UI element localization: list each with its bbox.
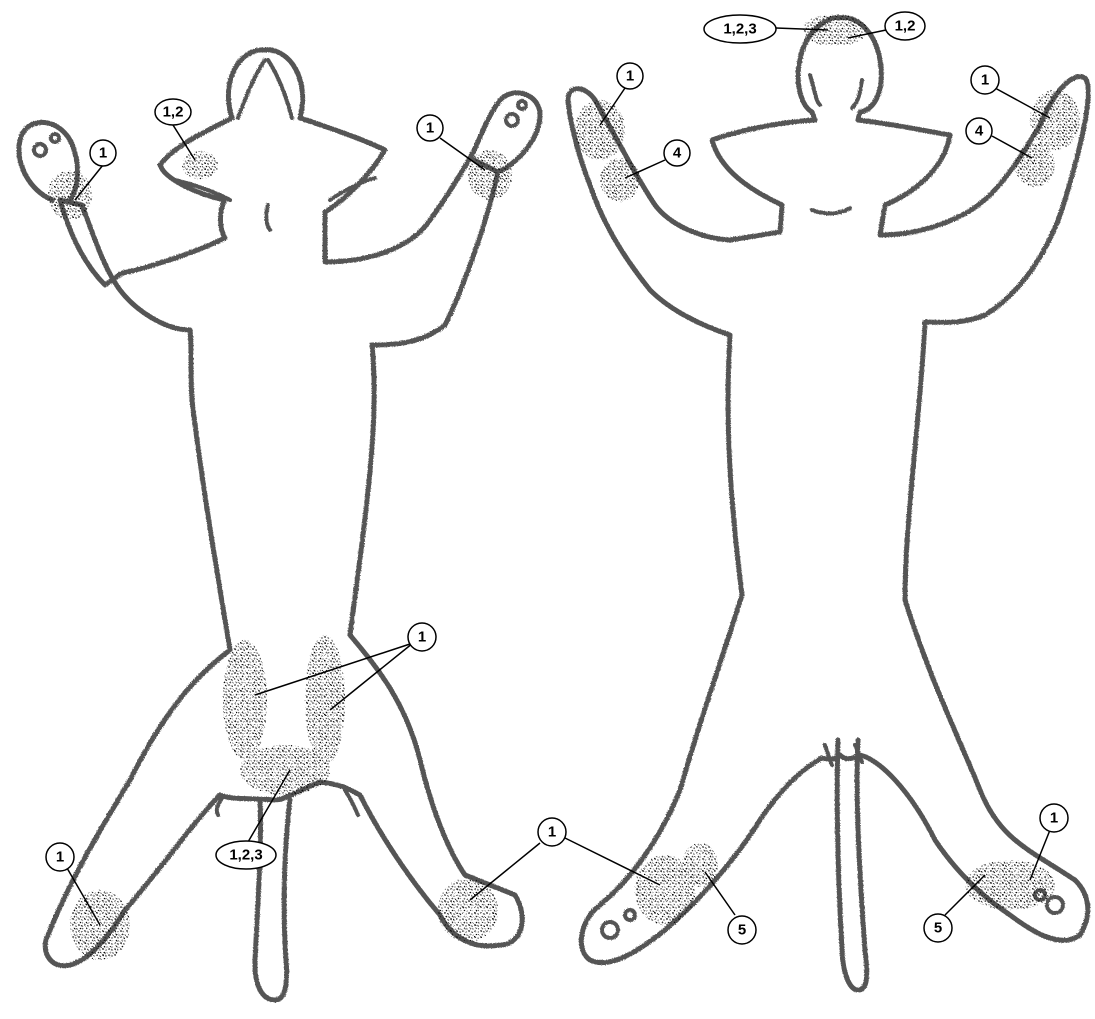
callout-ventral-nose-left: 1,2,3 (723, 21, 756, 38)
callout-ventral-forepaw-left-1: 1 (626, 68, 634, 85)
callout-dorsal-perianal: 1 (418, 629, 426, 646)
callout-dorsal-forepaw-right: 1 (426, 120, 434, 137)
lesion-dorsal-perianal-base (240, 745, 330, 795)
ventral-view (568, 14, 1088, 990)
callout-dorsal-hindpaw-right: 1 (548, 824, 556, 841)
lesion-dorsal-hindpaw-right (438, 878, 498, 942)
callout-ventral-forepaw-right-1: 1 (981, 72, 989, 89)
callout-ventral-forepaw-right-4: 4 (975, 123, 984, 140)
lesion-ventral-forepaw-left-4 (600, 158, 640, 202)
callout-dorsal-hindpaw-left: 1 (56, 849, 64, 866)
lesion-ventral-forepaw-right-4 (1015, 143, 1055, 187)
lesion-ventral-hindpaw-right (965, 860, 1055, 910)
callout-ventral-hindpaw-right-1: 1 (1050, 810, 1058, 827)
lesion-dorsal-forepaw-right (468, 150, 512, 200)
lesion-ventral-forepaw-right-1 (1030, 90, 1080, 150)
lesion-ventral-hindpaw-left-5 (682, 843, 718, 887)
callout-dorsal-forepaw-left: 1 (99, 145, 107, 162)
lesion-dorsal-ear (182, 151, 218, 179)
dorsal-view (19, 50, 540, 1000)
lesion-dorsal-forepaw-left (48, 170, 92, 220)
callout-dorsal-perianal-tail: 1,2,3 (229, 847, 262, 864)
callout-ventral-hindpaw-right-5: 5 (934, 920, 942, 937)
lesion-dorsal-perianal-right (305, 635, 345, 765)
callout-ventral-forepaw-left-4: 4 (673, 145, 682, 162)
callout-ventral-nose-right: 1,2 (895, 18, 916, 35)
callout-ventral-hindpaw-left-5: 5 (738, 922, 746, 939)
lesion-ventral-forepaw-left-1 (575, 100, 625, 160)
lesion-dorsal-perianal-left (223, 640, 267, 760)
callout-dorsal-ear-left: 1,2 (163, 104, 184, 121)
